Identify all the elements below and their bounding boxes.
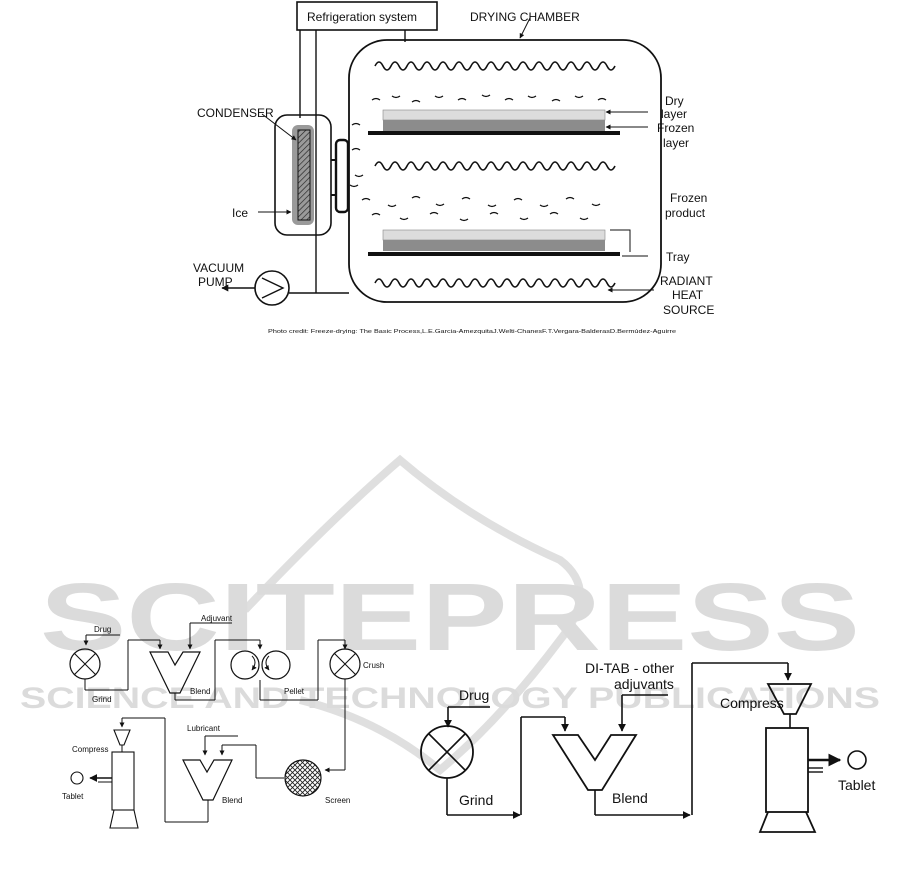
blender-1 <box>149 651 201 694</box>
label-radiant-line2: HEAT <box>672 288 704 302</box>
blender-3 <box>551 734 638 791</box>
dc-label-ditab-line2: adjuvants <box>614 676 674 692</box>
label-tray: Tray <box>666 250 690 264</box>
label-frozen-layer-line2: layer <box>663 136 689 150</box>
wg-label-lubricant: Lubricant <box>187 724 221 733</box>
label-radiant-line3: SOURCE <box>663 303 714 317</box>
direct-compression-diagram <box>420 662 867 833</box>
compress-hopper-2 <box>766 683 813 715</box>
pellet-roller-left <box>230 650 260 680</box>
label-vacuum-pump-line2: PUMP <box>198 275 233 289</box>
wg-label-grind: Grind <box>92 695 112 704</box>
wg-label-pellet: Pellet <box>284 687 305 696</box>
label-ice: Ice <box>232 206 248 220</box>
wg-label-adjuvant: Adjuvant <box>201 614 233 623</box>
tablet-1 <box>70 771 84 785</box>
watermark-logo-swoosh <box>242 454 584 776</box>
dry-layer-1 <box>382 109 606 121</box>
label-dry-layer-line2: layer <box>661 107 687 121</box>
dc-label-compress: Compress <box>720 695 784 711</box>
wg-label-blend2: Blend <box>222 796 242 805</box>
drying-chamber <box>348 39 662 303</box>
vapor-particles <box>349 94 607 222</box>
condenser <box>274 114 332 236</box>
label-refrigeration-system: Refrigeration system <box>307 10 417 24</box>
heater-coil-top <box>374 61 616 71</box>
freeze-dryer-labels: Refrigeration system DRYING CHAMBER COND… <box>193 10 714 335</box>
screen-sieve <box>284 759 322 797</box>
label-frozen-layer-line1: Frozen <box>657 121 694 135</box>
tablet-press-1 <box>111 751 135 811</box>
wg-label-drug: Drug <box>94 625 111 634</box>
heater-coil-middle <box>374 161 616 171</box>
label-vacuum-pump-line1: VACUUM <box>193 261 244 275</box>
watermark: SCITEPRESS SCIENCE AND TECHNOLOGY PUBLIC… <box>20 454 880 776</box>
tray-1 <box>368 131 620 135</box>
heater-coil-bottom <box>374 278 616 288</box>
blender-2 <box>182 759 233 801</box>
dry-layer-2 <box>382 229 606 241</box>
tray-2 <box>368 252 620 256</box>
wet-granulation-labels: Drug Adjuvant Grind Blend Pellet Crush C… <box>62 614 384 805</box>
refrigeration-box <box>296 1 438 31</box>
wet-granulation-diagram <box>69 622 361 829</box>
label-frozen-product-line1: Frozen <box>670 191 707 205</box>
label-drying-chamber: DRYING CHAMBER <box>470 10 580 24</box>
tablet-press-2 <box>765 727 809 813</box>
wg-label-screen: Screen <box>325 796 350 805</box>
watermark-text: SCITEPRESS <box>40 564 860 671</box>
label-dry-layer-line1: Dry <box>665 94 684 108</box>
label-condenser: CONDENSER <box>197 106 274 120</box>
wg-label-blend1: Blend <box>190 687 210 696</box>
compress-hopper-1 <box>113 729 131 746</box>
frozen-layer-2 <box>383 240 605 251</box>
condenser-coil <box>297 129 311 221</box>
frozen-layer-1 <box>383 120 605 131</box>
watermark-subtext: SCIENCE AND TECHNOLOGY PUBLICATIONS <box>20 682 880 715</box>
tablet-2 <box>847 750 867 770</box>
wg-label-crush: Crush <box>363 661 384 670</box>
photo-credit: Photo credit: Freeze-drying: The Basic P… <box>268 329 676 335</box>
dc-label-grind: Grind <box>459 792 493 808</box>
label-frozen-product-line2: product <box>665 206 706 220</box>
wg-label-tablet: Tablet <box>62 792 84 801</box>
wg-label-compress: Compress <box>72 745 108 754</box>
dc-label-ditab-line1: DI-TAB - other <box>585 660 675 676</box>
pellet-roller-right <box>261 650 291 680</box>
dc-label-tablet: Tablet <box>838 777 875 793</box>
dc-label-blend: Blend <box>612 790 648 806</box>
valve-flange <box>334 138 350 214</box>
direct-compression-labels: Drug DI-TAB - other adjuvants Grind Blen… <box>459 660 875 808</box>
dc-label-drug: Drug <box>459 687 489 703</box>
label-radiant-line1: RADIANT <box>660 274 713 288</box>
freeze-dryer-diagram <box>221 1 662 306</box>
